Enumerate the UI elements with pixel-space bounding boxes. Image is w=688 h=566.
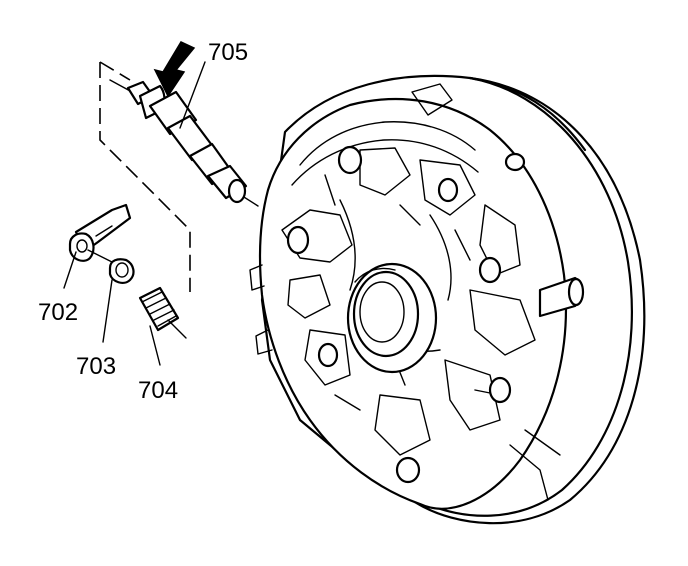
down-left-arrow-icon xyxy=(153,41,196,98)
valve-705 xyxy=(109,79,259,207)
retainer-702 xyxy=(68,203,132,267)
pump-cover xyxy=(249,74,646,525)
explode-frame xyxy=(99,61,191,292)
spring-seat-703 xyxy=(108,258,135,284)
callout-705: 705 xyxy=(208,39,248,66)
callout-702: 702 xyxy=(38,299,78,326)
callout-704: 704 xyxy=(138,377,178,404)
callout-703: 703 xyxy=(76,353,116,380)
spring-704 xyxy=(138,286,187,339)
leader-lines xyxy=(63,61,206,366)
